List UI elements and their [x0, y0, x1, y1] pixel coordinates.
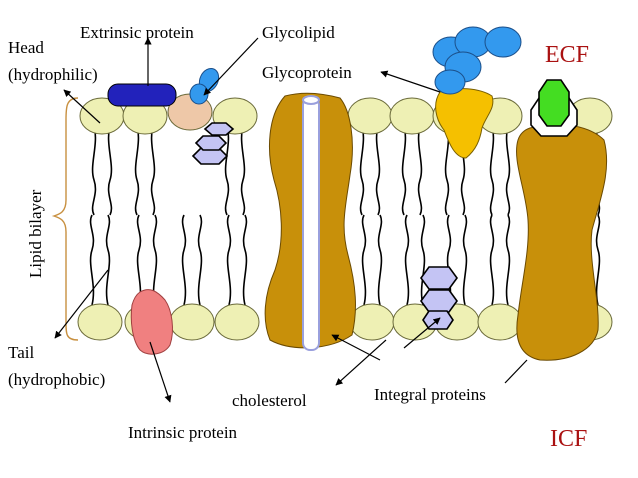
lipid-tail — [134, 124, 140, 216]
lipid-tail — [505, 124, 511, 216]
label-glycolipid: Glycolipid — [262, 23, 335, 42]
label-head-line1: Head — [8, 38, 44, 57]
lipid-tail — [489, 214, 495, 306]
hexagons-lower — [420, 266, 458, 330]
glycoprotein-base — [435, 88, 494, 159]
label-glycoprotein: Glycoprotein — [262, 63, 352, 82]
label-extrinsic-protein: Extrinsic protein — [80, 23, 194, 42]
lipid-head — [77, 303, 123, 341]
lipid-tail — [401, 124, 407, 216]
lipid-head — [169, 303, 215, 341]
lipid-tail — [150, 124, 156, 216]
intrinsic-protein — [130, 289, 173, 355]
lipid-tail — [444, 124, 450, 216]
lipid-tail — [420, 214, 426, 306]
lipid-tail — [197, 214, 203, 306]
lipid-tail — [375, 124, 381, 216]
lipid-tail — [89, 214, 95, 306]
lipid-head — [214, 303, 260, 341]
lipid-tail — [377, 214, 383, 306]
lipid-tail — [152, 214, 158, 306]
cholesterol-tube — [302, 95, 320, 351]
lipid-tail — [505, 214, 511, 306]
lower-lipid-tails — [89, 214, 601, 306]
lipid-tail — [226, 214, 232, 306]
label-icf: ICF — [550, 426, 587, 452]
label-tail-line1: Tail — [8, 343, 34, 362]
lipid-tail — [404, 214, 410, 306]
extrinsic-protein — [107, 83, 177, 107]
label-lipid-bilayer: Lipid bilayer — [26, 189, 45, 278]
lipid-tail — [107, 124, 113, 216]
lipid-tail — [417, 124, 423, 216]
label-tail-line2: (hydrophobic) — [8, 370, 105, 389]
lipid-tail — [242, 214, 248, 306]
lipid-tail — [361, 214, 367, 306]
label-cholesterol: cholesterol — [232, 391, 307, 410]
lipid-head — [347, 97, 393, 135]
lipid-head — [349, 303, 395, 341]
label-intrinsic-protein: Intrinsic protein — [128, 423, 238, 442]
lipid-tail — [489, 124, 495, 216]
glycolipid-sugar — [189, 67, 220, 105]
lipid-tail — [181, 214, 187, 306]
glycoprotein-sugar-chain — [432, 26, 522, 95]
integral-protein-right — [516, 123, 608, 361]
lipid-bilayer-brace — [51, 97, 79, 341]
lipid-head — [477, 303, 523, 341]
lipid-tail — [240, 124, 246, 216]
label-integral-proteins: Integral proteins — [374, 385, 486, 404]
lipid-tail — [359, 124, 365, 216]
lipid-tail — [136, 214, 142, 306]
lipid-tail — [91, 124, 97, 216]
lipid-tail — [462, 214, 468, 306]
lipid-head — [389, 97, 435, 135]
green-marker — [530, 79, 578, 137]
lipid-tail — [105, 214, 111, 306]
label-ecf: ECF — [545, 42, 589, 68]
leader-arrows — [54, 37, 528, 403]
lipid-tail — [224, 124, 230, 216]
hexagons-upper — [191, 122, 235, 165]
lipid-tail — [595, 214, 601, 306]
label-head-line2: (hydrophilic) — [8, 65, 98, 84]
